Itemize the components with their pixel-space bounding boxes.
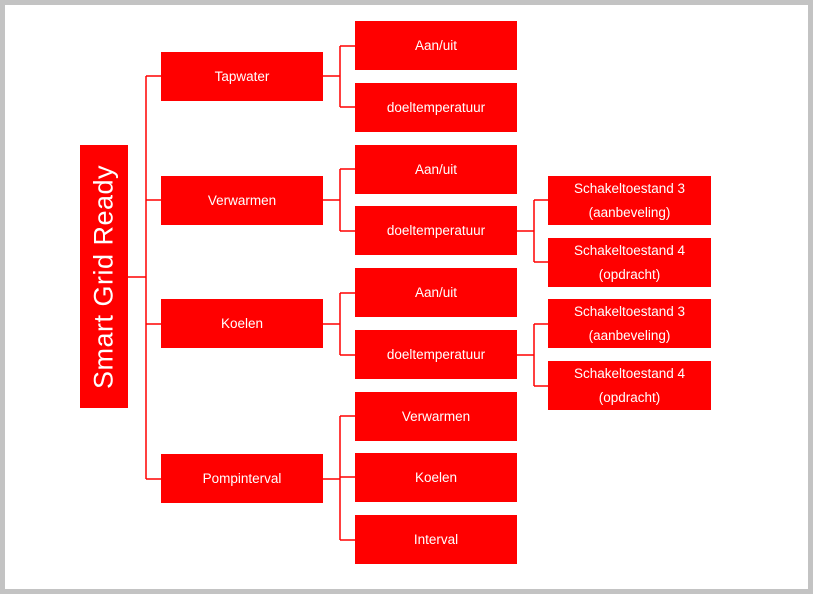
node-label: Interval bbox=[413, 531, 459, 547]
node-koelen-aan-uit: Aan/uit bbox=[355, 268, 517, 317]
root-label: Smart Grid Ready bbox=[88, 164, 119, 389]
node-label: doeltemperatuur bbox=[386, 222, 486, 238]
node-tapwater-doeltemperatuur: doeltemperatuur bbox=[355, 83, 517, 132]
node-koelen: Koelen bbox=[161, 299, 323, 348]
node-label-line: (opdracht) bbox=[598, 389, 661, 405]
root-node: Smart Grid Ready bbox=[80, 145, 128, 408]
node-tapwater-aan-uit: Aan/uit bbox=[355, 21, 517, 70]
node-label: Verwarmen bbox=[207, 192, 277, 208]
node-label: Verwarmen bbox=[401, 408, 471, 424]
node-pompinterval: Pompinterval bbox=[161, 454, 323, 503]
node-verwarmen: Verwarmen bbox=[161, 176, 323, 225]
node-label: Tapwater bbox=[214, 68, 270, 84]
node-verwarmen-schakeltoestand-3: Schakeltoestand 3 (aanbeveling) bbox=[548, 176, 711, 225]
node-label: Koelen bbox=[414, 469, 458, 485]
node-verwarmen-doeltemperatuur: doeltemperatuur bbox=[355, 206, 517, 255]
node-label-line: Schakeltoestand 3 bbox=[573, 303, 686, 319]
node-label-line: (opdracht) bbox=[598, 266, 661, 282]
node-pompinterval-verwarmen: Verwarmen bbox=[355, 392, 517, 441]
node-pompinterval-koelen: Koelen bbox=[355, 453, 517, 502]
node-tapwater: Tapwater bbox=[161, 52, 323, 101]
node-koelen-doeltemperatuur: doeltemperatuur bbox=[355, 330, 517, 379]
node-verwarmen-schakeltoestand-4: Schakeltoestand 4 (opdracht) bbox=[548, 238, 711, 287]
node-label: doeltemperatuur bbox=[386, 346, 486, 362]
node-koelen-schakeltoestand-4: Schakeltoestand 4 (opdracht) bbox=[548, 361, 711, 410]
node-label-line: Schakeltoestand 4 bbox=[573, 242, 686, 258]
node-label-line: (aanbeveling) bbox=[588, 327, 671, 343]
node-koelen-schakeltoestand-3: Schakeltoestand 3 (aanbeveling) bbox=[548, 299, 711, 348]
node-verwarmen-aan-uit: Aan/uit bbox=[355, 145, 517, 194]
node-label: Aan/uit bbox=[414, 37, 458, 53]
node-label: Aan/uit bbox=[414, 161, 458, 177]
node-label-line: Schakeltoestand 3 bbox=[573, 180, 686, 196]
node-label: Pompinterval bbox=[202, 470, 282, 486]
node-pompinterval-interval: Interval bbox=[355, 515, 517, 564]
node-label: Aan/uit bbox=[414, 284, 458, 300]
node-label: Koelen bbox=[220, 315, 264, 331]
node-label: doeltemperatuur bbox=[386, 99, 486, 115]
node-label-line: Schakeltoestand 4 bbox=[573, 365, 686, 381]
node-label-line: (aanbeveling) bbox=[588, 204, 671, 220]
